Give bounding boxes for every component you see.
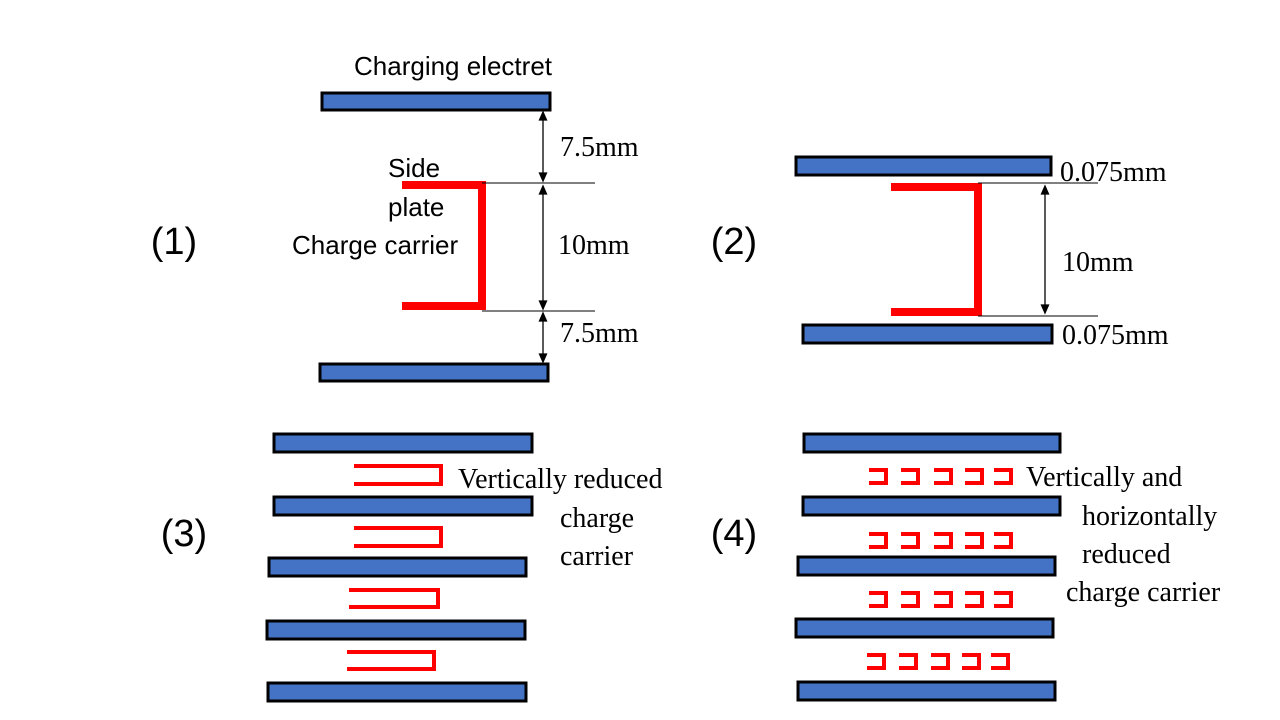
gap-middle-label: 10mm: [558, 230, 630, 261]
bottom-electret-plate: [801, 323, 1054, 345]
arrowhead: [538, 300, 548, 311]
micro-carrier: [901, 468, 920, 485]
arrowhead: [538, 110, 548, 121]
electret-plate: [796, 680, 1057, 702]
panel-4-label: (4): [711, 513, 757, 555]
micro-carrier: [867, 653, 886, 670]
panel-2-label: (2): [711, 221, 757, 263]
charge-carrier-bracket: [354, 526, 443, 548]
charge-carrier-bracket: [354, 464, 443, 486]
micro-carrier: [991, 653, 1010, 670]
charging-electret-label: Charging electret: [354, 51, 553, 81]
micro-carrier: [965, 532, 984, 549]
panel-1: (1) Charging electret 7.5mm 10mm 7.5mm S…: [151, 51, 639, 383]
arrowhead: [1040, 184, 1050, 195]
gap-top-label: 0.075mm: [1060, 157, 1167, 188]
gap-middle-label: 10mm: [1062, 247, 1134, 278]
charge-carrier-bracket: [891, 183, 982, 316]
caption-line-4: charge carrier: [1066, 577, 1221, 608]
micro-carrier: [869, 468, 888, 485]
charge-carrier-bracket: [347, 650, 436, 671]
arrowhead: [538, 311, 548, 322]
gap-bottom-label: 0.075mm: [1062, 320, 1169, 351]
micro-carrier: [965, 468, 984, 485]
charge-carrier-label: Charge carrier: [292, 230, 459, 260]
micro-carrier: [994, 591, 1013, 608]
micro-carrier: [869, 532, 888, 549]
micro-carrier: [931, 653, 950, 670]
arrowhead: [538, 353, 548, 364]
caption-line-2: horizontally: [1082, 501, 1217, 532]
panel-2: (2) 0.075mm 10mm 0.075mm: [711, 155, 1169, 351]
micro-charge-carriers: [867, 468, 1013, 670]
caption-line-2: charge: [560, 503, 634, 534]
arrowhead: [538, 184, 548, 195]
electret-plate: [272, 432, 534, 454]
micro-carrier: [934, 591, 953, 608]
micro-carrier: [934, 532, 953, 549]
micro-carrier: [962, 653, 981, 670]
electret-plate: [267, 556, 528, 578]
panel-4: (4): [711, 432, 1221, 702]
micro-carrier: [934, 468, 953, 485]
arrowhead: [538, 172, 548, 183]
reduced-charge-carriers: [347, 464, 443, 671]
electret-plate: [272, 495, 534, 517]
caption-line-1: Vertically reduced: [458, 464, 662, 495]
top-electret-plate: [794, 155, 1053, 177]
micro-carrier: [901, 591, 920, 608]
micro-carrier: [965, 591, 984, 608]
dimension-arrows-panel-1: [538, 110, 548, 364]
bottom-electret-plate: [318, 362, 550, 383]
charge-carrier-bracket: [349, 588, 440, 609]
electret-plate: [801, 495, 1062, 517]
panel-3-label: (3): [161, 513, 207, 555]
electret-plate: [794, 617, 1055, 639]
dimension-arrows-panel-2: [1040, 184, 1050, 315]
top-electret-plate: [320, 91, 552, 112]
plate-label: plate: [388, 192, 444, 222]
micro-carrier: [994, 468, 1013, 485]
caption-line-3: carrier: [560, 541, 634, 572]
caption-line-3: reduced: [1082, 539, 1171, 570]
caption-line-1: Vertically and: [1026, 462, 1182, 493]
gap-bottom-label: 7.5mm: [560, 318, 639, 349]
panel-1-label: (1): [151, 221, 197, 263]
micro-carrier: [869, 591, 888, 608]
gap-top-label: 7.5mm: [560, 132, 639, 163]
panel-3: (3) Vertically reduced charge carrier: [161, 432, 662, 703]
electret-plate: [265, 619, 527, 641]
micro-carrier: [899, 653, 918, 670]
side-label: Side: [388, 153, 440, 183]
micro-carrier: [901, 532, 920, 549]
arrowhead: [1040, 304, 1050, 315]
micro-carrier: [994, 532, 1013, 549]
electret-plate: [796, 555, 1057, 577]
electret-plate: [266, 681, 528, 703]
electret-plate: [802, 432, 1062, 454]
charge-carrier-bracket: [402, 181, 486, 310]
